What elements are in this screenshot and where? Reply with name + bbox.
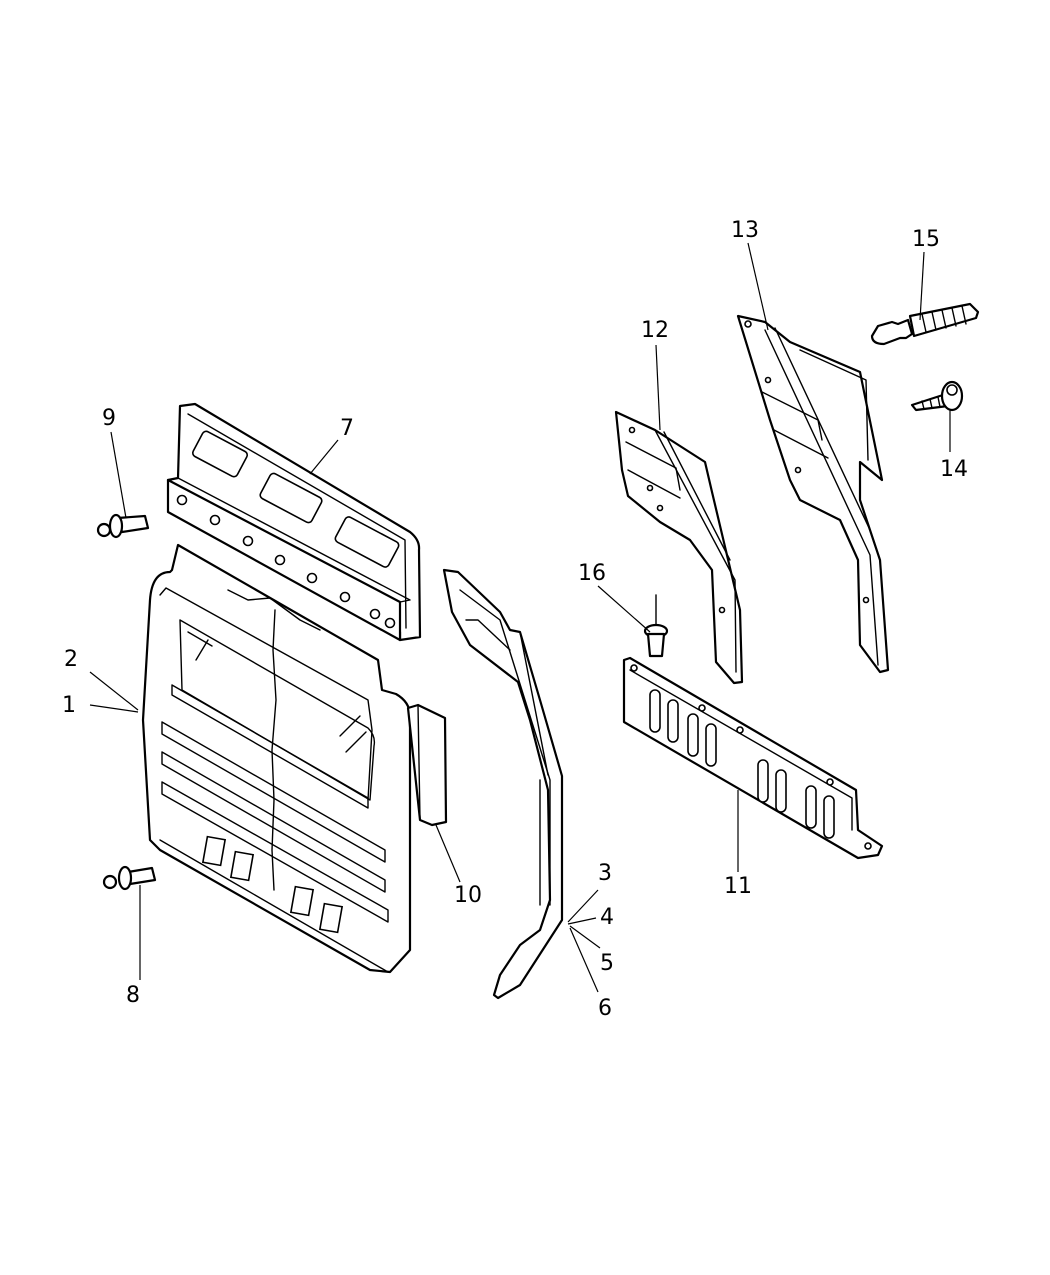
part-3-6-side-pillar [442, 568, 564, 1000]
callout-5: 5 [600, 951, 614, 976]
callout-1: 1 [62, 693, 76, 718]
part-15-bolt [870, 302, 980, 346]
part-12-bracket [614, 410, 744, 685]
part-1-2-main-partition [141, 543, 412, 974]
callout-15: 15 [912, 227, 940, 252]
callout-6: 6 [598, 996, 612, 1021]
part-13-bracket [736, 314, 890, 674]
callout-3: 3 [598, 861, 612, 886]
callout-14: 14 [940, 457, 968, 482]
callout-10: 10 [454, 883, 482, 908]
callout-4: 4 [600, 905, 614, 930]
part-10-block [406, 703, 448, 827]
callout-8: 8 [126, 983, 140, 1008]
part-11-floor-channel [622, 656, 884, 860]
part-16-clip [643, 594, 669, 658]
callout-13: 13 [731, 218, 759, 243]
callout-16: 16 [578, 561, 606, 586]
callout-labels: 1 2 3 4 5 6 7 8 9 10 11 12 13 14 15 16 [62, 218, 968, 1021]
part-9-fastener [96, 513, 150, 539]
callout-11: 11 [724, 874, 752, 899]
leader-lines [89, 242, 951, 993]
callout-7: 7 [340, 416, 354, 441]
callout-2: 2 [64, 647, 78, 672]
part-8-fastener [102, 865, 157, 891]
part-14-screw [910, 380, 964, 412]
callout-12: 12 [641, 318, 669, 343]
part-7-upper-panel [166, 402, 422, 642]
callout-9: 9 [102, 406, 116, 431]
